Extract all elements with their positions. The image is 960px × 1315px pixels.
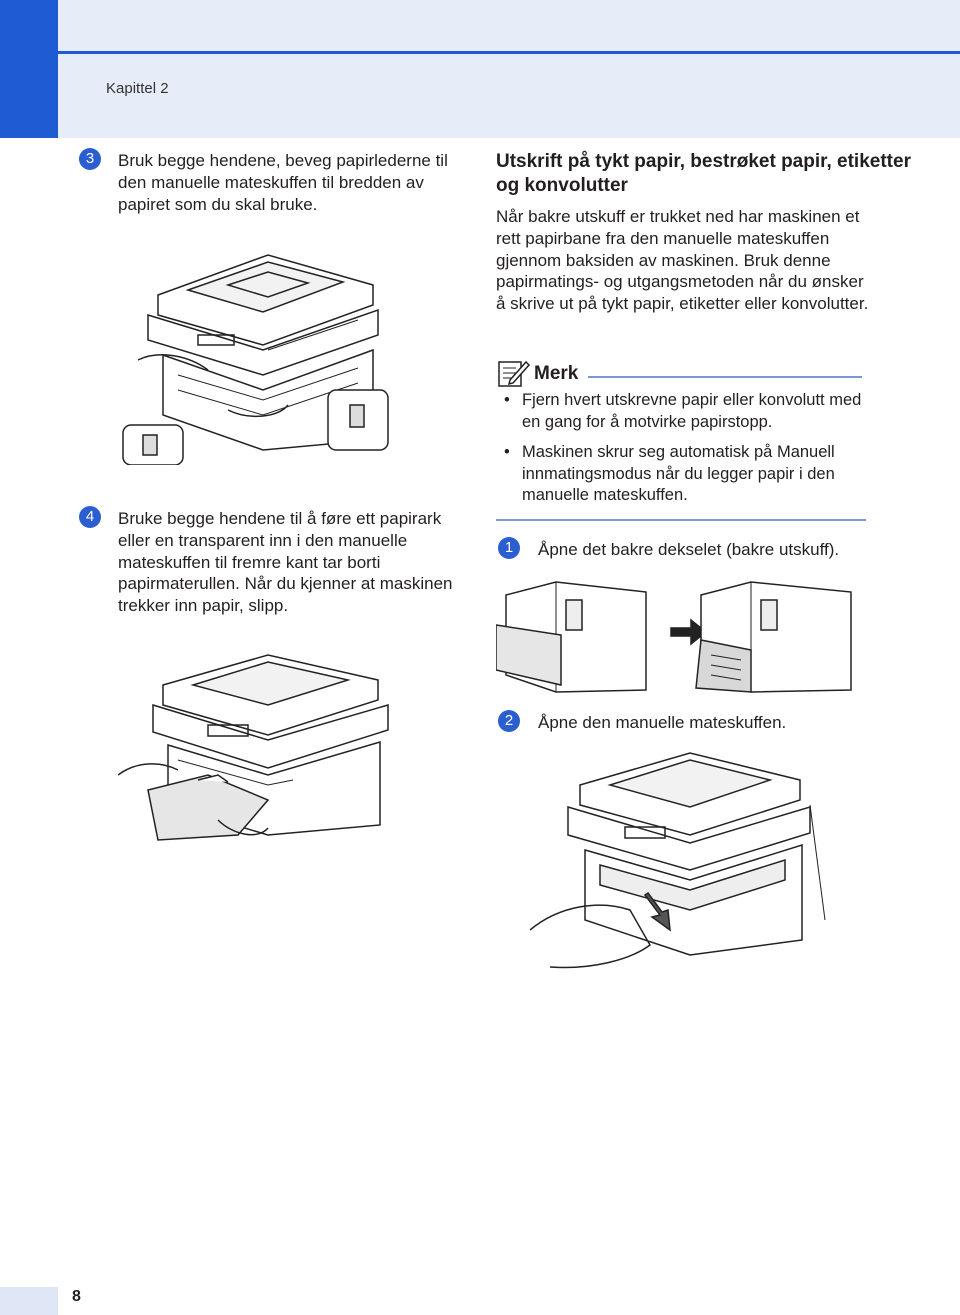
note-list: • Fjern hvert utskrevne papir eller konvo…: [500, 390, 870, 516]
note-title: Merk: [534, 363, 579, 384]
step-1-text: Åpne det bakre dekselet (bakre utskuff).: [538, 540, 840, 559]
note-item: • Fjern hvert utskrevne papir eller konvo…: [500, 390, 870, 433]
printer-paper-guides-illustration: [122, 254, 389, 465]
step-2-badge: 2: [498, 710, 520, 732]
note-item-text: Maskinen skrur seg automatisk på Manuell…: [522, 443, 835, 504]
header-band: [0, 0, 960, 138]
open-manual-feed-tray-illustration: [530, 752, 826, 969]
step-1-badge: 1: [498, 537, 520, 559]
printer-feed-paper-illustration: [118, 654, 389, 841]
step-4-badge: 4: [79, 506, 101, 528]
page-number: 8: [72, 1288, 81, 1305]
note-item-text: Fjern hvert utskrevne papir eller konvol…: [522, 391, 862, 431]
step-2-text: Åpne den manuelle mateskuffen.: [538, 713, 787, 732]
arrow-right-icon: [670, 618, 708, 646]
note-rule-top: [588, 376, 862, 378]
page-number-bar: [0, 1287, 58, 1315]
bullet-icon: •: [504, 391, 510, 409]
header-rule: [58, 51, 960, 54]
note-item: • Maskinen skrur seg automatisk på Manuel…: [500, 442, 870, 507]
open-back-cover-illustration: [496, 581, 852, 693]
section-heading: Utskrift på tykt papir, bestrøket papir,…: [496, 151, 911, 196]
step-3-badge: 3: [79, 148, 101, 170]
header-corner-block: [0, 0, 58, 138]
note-rule-bottom: [496, 519, 866, 521]
bullet-icon: •: [504, 443, 510, 461]
note-header: Merk: [496, 358, 866, 388]
note-pencil-icon: [498, 360, 530, 387]
chapter-label: Kapittel 2: [106, 80, 169, 97]
step-3-text: Bruk begge hendene, beveg papirlederne t…: [118, 151, 448, 214]
intro-paragraph: Når bakre utskuff er trukket ned har mas…: [496, 207, 869, 314]
step-4-text: Bruke begge hendene til å føre ett papir…: [118, 509, 453, 616]
